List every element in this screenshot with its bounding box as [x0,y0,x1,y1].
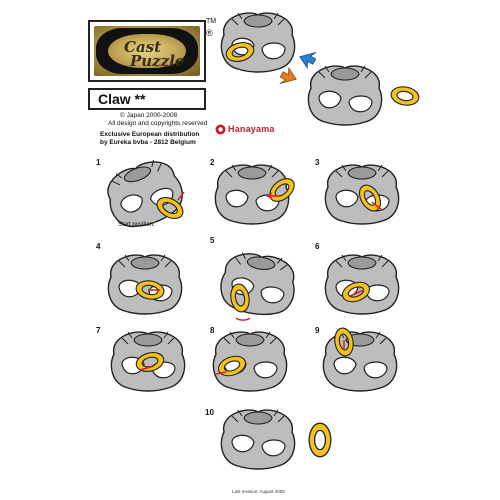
red-arrow-icon [265,192,280,200]
logo-wordmark-bottom: Puzzle [130,52,185,70]
logo-background: Cast Puzzle [94,26,200,76]
step-number: 9 [315,326,320,335]
step-5-diagram [216,249,300,321]
red-arrow-icon [235,317,251,321]
overview-assembled-icon [220,12,296,73]
step-number: 8 [210,326,215,335]
red-arrow-icon [215,371,227,375]
orange-arrow-icon [279,66,297,85]
step-1-diagram [99,153,191,236]
registered-mark: ® [206,28,213,38]
page-title: Claw ** [98,91,146,107]
copyright-line: © Japan 2000-2008 [120,112,178,119]
brand-name: Hanayama [228,124,275,134]
step-7-diagram [110,331,186,392]
step-10-diagram [220,409,332,470]
step-number: 3 [315,158,320,167]
red-arrow-icon [177,191,185,201]
rights-line: All design and copyrights reserved [108,120,208,127]
step-number: 1 [96,158,101,167]
step-3-diagram [324,164,400,225]
step-2-diagram [214,164,300,225]
step-6-diagram [324,254,400,315]
distribution-line-2: by Eureka bvba - 2812 Belgium [100,138,196,146]
start-position-caption: Start position. [118,222,155,228]
blue-arrow-icon [299,51,317,70]
logo-frame: Cast Puzzle [88,20,206,82]
brand-emblem-icon [215,124,226,135]
distribution-note: Exclusive European distribution by Eurek… [100,131,210,146]
step-number: 4 [96,242,101,251]
red-arrow-icon [139,365,155,371]
brand-logo: Hanayama [215,124,274,135]
step-number: 7 [96,326,101,335]
step-number: 6 [315,242,320,251]
red-arrow-icon [371,201,383,211]
step-9-diagram [322,326,398,392]
distribution-line-1: Exclusive European distribution [100,131,200,138]
red-arrow-icon [349,289,365,297]
step-number: 10 [205,408,214,417]
step-4-diagram [107,254,183,315]
trademark-mark: TM [206,18,217,25]
step-number: 2 [210,158,215,167]
title-frame: Claw ** [88,88,206,110]
step-8-diagram [212,331,288,392]
step-number: 5 [210,236,215,245]
logo-gold-oval [108,34,186,68]
revision-footer: Last revision: August 2008 [232,489,285,494]
overview-separated-icon [307,65,421,126]
logo-wordmark-top: Cast [124,38,162,56]
